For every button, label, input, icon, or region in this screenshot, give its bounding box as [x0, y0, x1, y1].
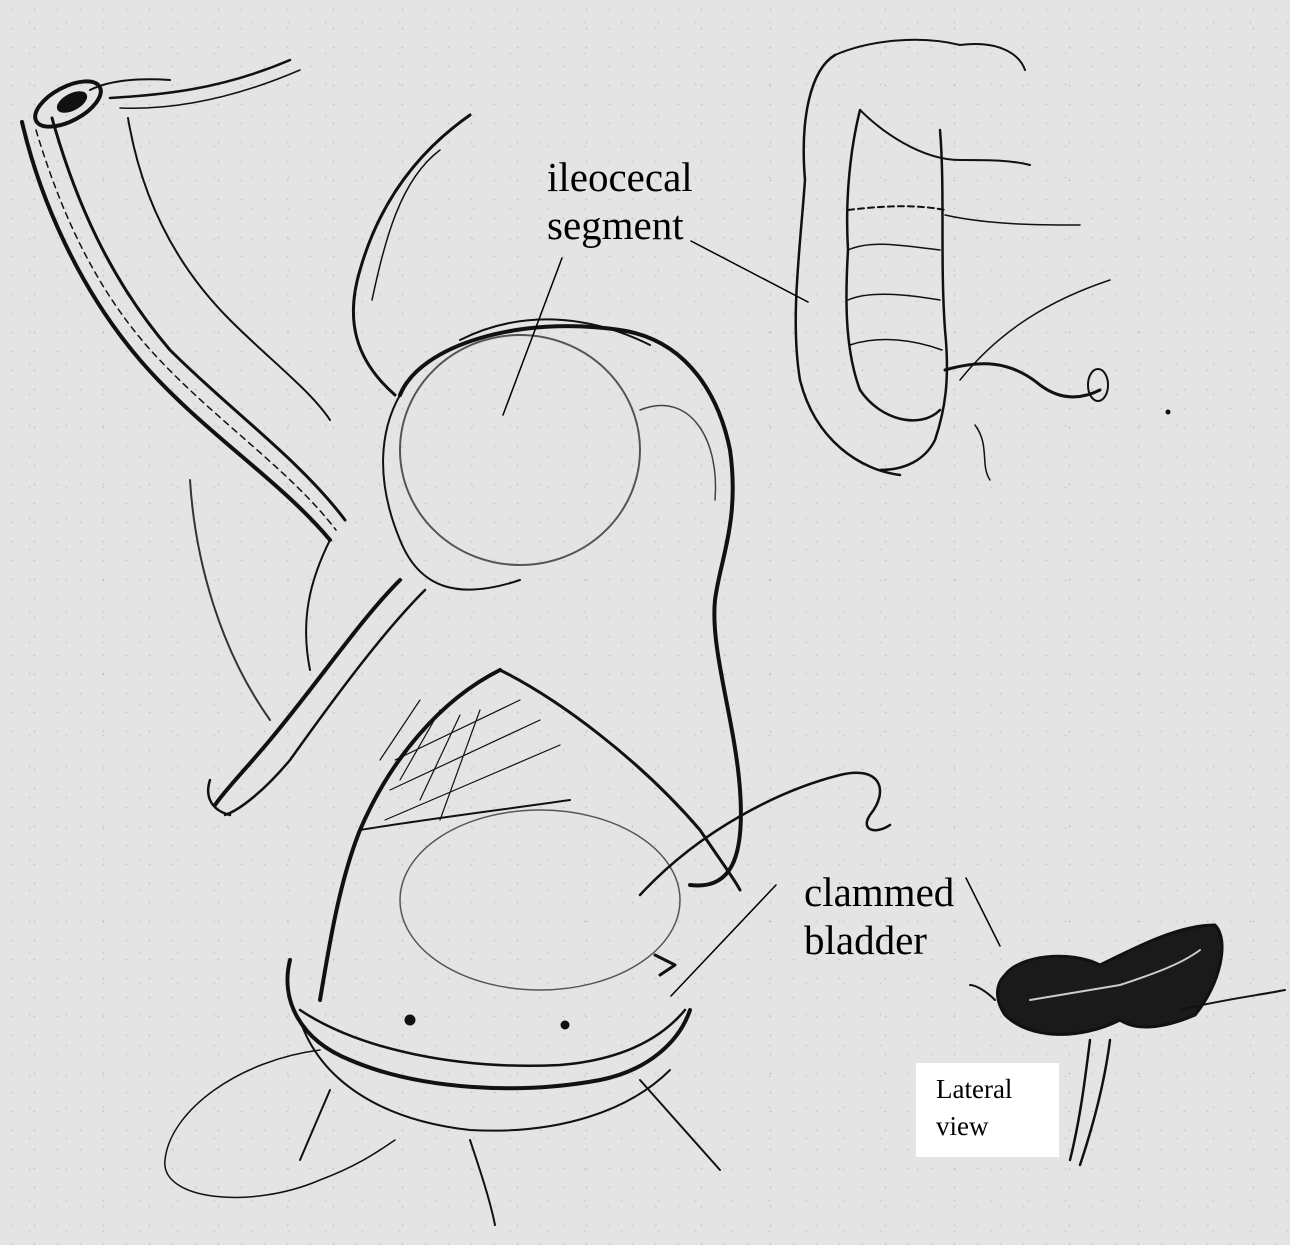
leader-bladder-to-lateral	[966, 878, 1000, 946]
clammed-bladder-label: clammed bladder	[804, 868, 954, 964]
leader-ileocecal-to-segment	[691, 241, 808, 302]
ureter-tube	[22, 60, 345, 540]
vessels	[190, 115, 470, 815]
ileocecal-segment-label: ileocecal segment	[547, 153, 693, 249]
ileocecal-label-line1: ileocecal	[547, 153, 693, 201]
lateral-label-line2: view	[936, 1108, 1012, 1145]
bladder	[165, 670, 890, 1225]
lateral-label-line1: Lateral	[936, 1071, 1012, 1108]
ileocecal-label-line2: segment	[547, 201, 693, 249]
lateral-view-label-box: Lateral view	[916, 1063, 1059, 1157]
leader-ileocecal-to-pouch	[503, 258, 562, 415]
bladder-label-line1: clammed	[804, 868, 954, 916]
ileocecal-segment-drawing	[796, 40, 1170, 480]
lateral-view-label: Lateral view	[936, 1071, 1012, 1145]
bladder-label-line2: bladder	[804, 916, 954, 964]
leader-bladder-to-pouch	[671, 885, 776, 996]
